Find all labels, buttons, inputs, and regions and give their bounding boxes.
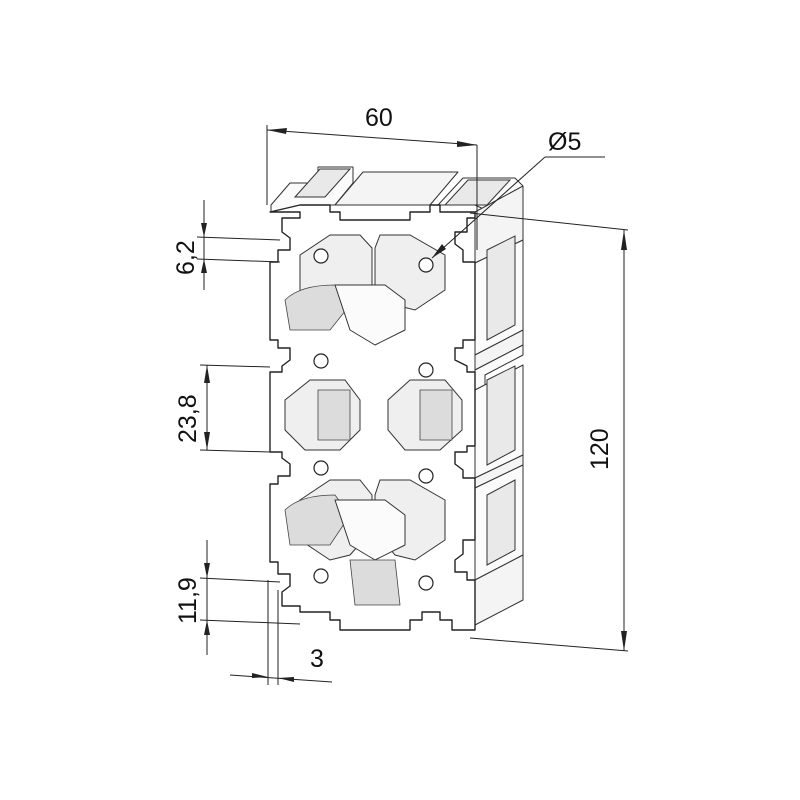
dimension-slot-opening: 6,2	[172, 200, 281, 290]
dimension-wall-thickness: 3	[229, 580, 333, 685]
hole-diameter-label: Ø5	[548, 128, 581, 156]
dimension-width: 60	[266, 104, 478, 250]
core-hole-4	[418, 362, 434, 378]
dimension-edge-offset: 11,9	[174, 540, 301, 655]
core-hole-5	[313, 460, 329, 476]
core-hole-1	[313, 248, 329, 264]
core-hole-3	[313, 353, 329, 369]
core-hole-6	[418, 468, 434, 484]
top-face-center	[334, 171, 459, 206]
profile-extrusion-right	[474, 185, 524, 626]
core-hole-8	[418, 575, 434, 591]
core-hole-2	[418, 257, 434, 273]
slot-opening-label: 6,2	[172, 240, 200, 275]
dimension-slot-spacing: 23,8	[174, 364, 271, 453]
width-label: 60	[365, 104, 393, 132]
edge-offset-label: 11,9	[174, 577, 202, 624]
profile-cross-section	[269, 204, 476, 631]
dimension-hole-diameter: Ø5	[431, 128, 605, 259]
core-hole-7	[313, 568, 329, 584]
height-label: 120	[586, 428, 614, 470]
slot-spacing-label: 23,8	[174, 394, 202, 443]
dimension-height: 120	[469, 212, 629, 652]
wall-thickness-label: 3	[310, 645, 324, 673]
